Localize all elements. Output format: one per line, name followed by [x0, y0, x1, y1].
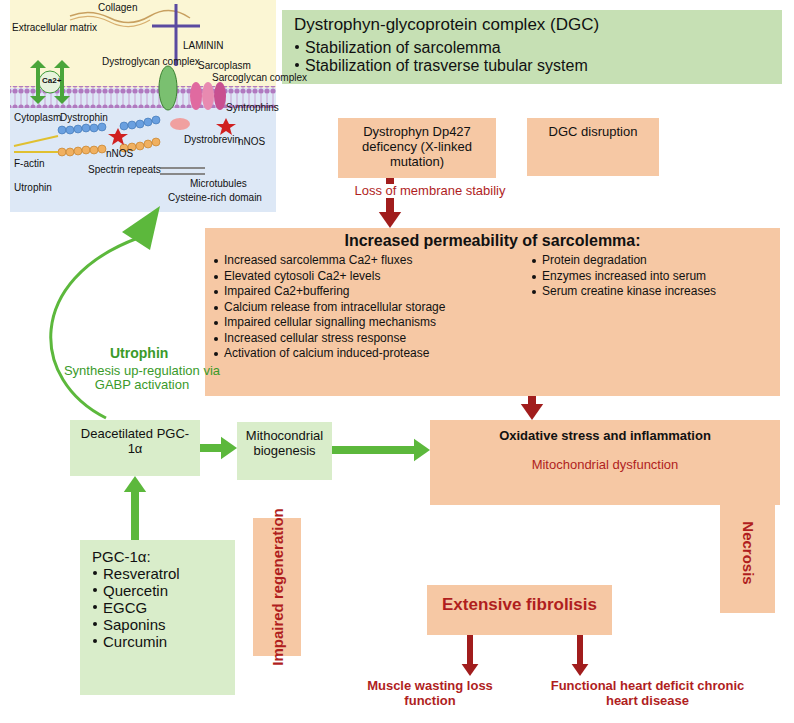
node-text: Mithocondrial biogenesis	[243, 428, 326, 458]
node-text: Dystrophyn Dp427 deficency (X-linked mut…	[346, 124, 488, 169]
cause-box: Dystrophyn Dp427 deficency (X-linked mut…	[338, 118, 496, 178]
note-text: Synthesis up-regulation via GABP activat…	[62, 364, 222, 393]
effect-box: Increased permeability of sarcolemma: Inc…	[205, 228, 780, 396]
node-text: Serum creatine kinase increases	[531, 284, 772, 300]
part-label: Sarcoplasm	[198, 60, 251, 71]
info-box: Dystrophyn-glycoprotein complex (DGC) Sta…	[282, 10, 782, 84]
part-label: Utrophin	[14, 182, 52, 193]
node-text: Protein degradation	[531, 253, 772, 269]
cause-box: DGC disruption	[527, 118, 659, 176]
flow-arrow	[200, 437, 237, 459]
node-text: Dystrophyn-glycoprotein complex (DGC)	[294, 15, 770, 35]
node-text: Mitochondrial dysfunction	[438, 457, 772, 472]
node-text: Increased permeability of sarcolemma:	[213, 232, 772, 250]
edge-label: Loss of membrane stabiliy	[351, 184, 508, 198]
node-text: Impaired regeneration	[269, 508, 286, 666]
node-text: Oxidative stress and inflammation	[438, 428, 772, 443]
part-label: nNOS	[238, 136, 265, 147]
node-text: Increased cellular stress response	[213, 331, 531, 347]
flow-arrow	[572, 635, 589, 676]
node-text: DGC disruption	[535, 124, 651, 139]
node-text: Stabilization of sarcolemma	[294, 39, 770, 57]
part-label: Dystrophin	[60, 112, 108, 123]
part-label: Collagen	[98, 2, 137, 13]
part-label: LAMININ	[183, 40, 224, 51]
part-label: Cytoplasm	[14, 112, 61, 123]
outcome-text: Functional heart deficit chronic heart d…	[540, 676, 755, 716]
node-text: Impaired cellular signalling mechanisms	[213, 315, 531, 331]
compound-box: PGC-1α:ResveratrolQuercetinEGCGSaponinsC…	[80, 540, 235, 695]
flow-arrow	[462, 635, 479, 676]
process-box: Deacetilated PGC-1α	[70, 420, 200, 476]
node-text: Stabilization of trasverse tubular syste…	[294, 57, 770, 75]
node-text: Saponins	[92, 616, 223, 633]
node-text: Impaired Ca2+buffering	[213, 284, 531, 300]
node-text: Quercetin	[92, 582, 223, 599]
part-label: Spectrin repeats	[88, 164, 161, 175]
node-text: Necrosis	[739, 521, 756, 584]
node-text: Activation of calcium induced-protease	[213, 346, 531, 362]
node-text: Increased sarcolemma Ca2+ fluxes	[213, 253, 531, 269]
part-label: Sarcoglycan complex	[212, 72, 307, 83]
part-label: Dystrobrevin	[184, 134, 240, 145]
node-text: Curcumin	[92, 633, 223, 650]
node-text: Deacetilated PGC-1α	[76, 426, 194, 456]
part-label: F-actin	[14, 158, 45, 169]
node-text: Muscle wasting loss function	[362, 678, 498, 708]
part-label: Microtubules	[190, 178, 247, 189]
flow-arrow	[521, 396, 543, 420]
outcome-text: Muscle wasting loss function	[360, 676, 500, 716]
flow-arrow	[332, 439, 430, 461]
node-text: Resveratrol	[92, 565, 223, 582]
note-text: Utrophin	[110, 346, 168, 361]
node-text: Enzymes increased into serum	[531, 269, 772, 285]
effect-box: Extensive fibrolisis	[427, 585, 612, 635]
part-label: Dystroglycan complex	[102, 56, 200, 67]
node-text: EGCG	[92, 599, 223, 616]
process-box: Mithocondrial biogenesis	[237, 422, 332, 480]
part-label: Ca2+	[42, 77, 61, 86]
node-text: Elevated cytosoli Ca2+ levels	[213, 269, 531, 285]
node-text: Extensive fibrolisis	[433, 595, 606, 615]
part-label: Syntrophins	[226, 102, 279, 113]
part-label: nNOS	[106, 148, 133, 159]
vertical-box: Impaired regeneration	[253, 518, 301, 656]
node-text: PGC-1α:	[92, 548, 223, 565]
part-label: Extracellular matrix	[12, 22, 97, 33]
node-text: Functional heart deficit chronic heart d…	[542, 678, 753, 708]
part-label: Cysteine-rich domain	[168, 192, 262, 203]
flow-arrow	[124, 476, 146, 540]
vertical-box: Necrosis	[720, 493, 775, 613]
node-text: Calcium release from intracellular stora…	[213, 300, 531, 316]
